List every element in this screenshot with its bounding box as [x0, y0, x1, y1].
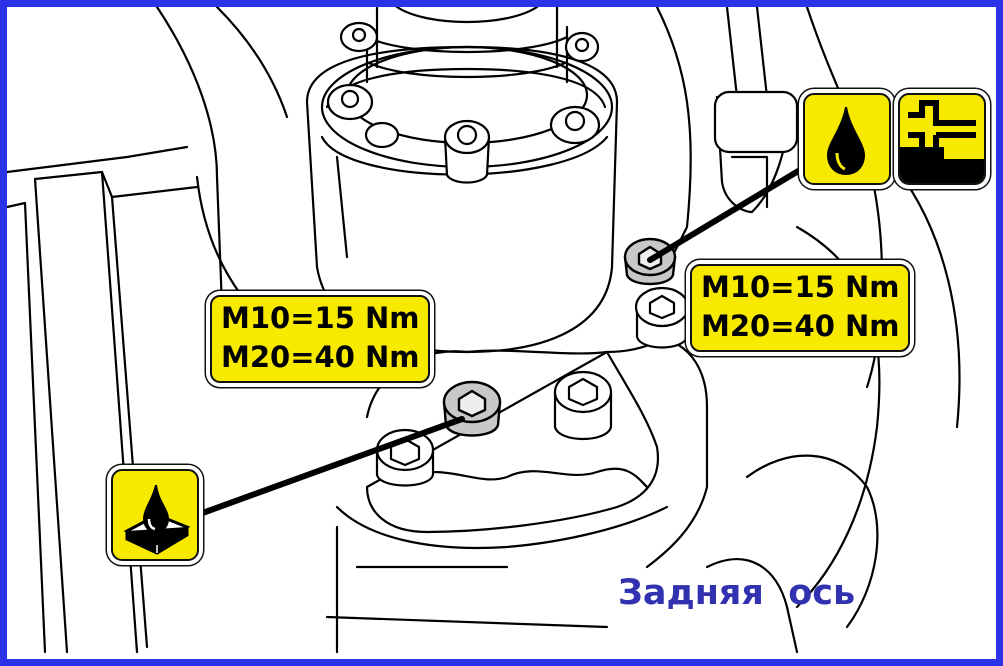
torque-label-right-line1: M10=15 Nm [701, 270, 900, 304]
sealant-icon [111, 469, 199, 561]
rear-axle-drawing [7, 7, 961, 654]
diagram-frame: M10=15 Nm M20=40 Nm M10=15 Nm M20=40 Nm … [7, 7, 996, 659]
torque-label-right-line2: M20=40 Nm [701, 309, 900, 343]
torque-label-right: M10=15 Nm M20=40 Nm [690, 264, 911, 352]
torque-label-left: M10=15 Nm M20=40 Nm [210, 295, 431, 383]
drain-plug-level-icon [898, 93, 986, 185]
diagram-caption: Задняя ось [618, 573, 856, 613]
torque-label-left-line2: M20=40 Nm [221, 340, 420, 374]
oil-drop-icon [803, 93, 891, 185]
torque-label-left-line1: M10=15 Nm [221, 301, 420, 335]
